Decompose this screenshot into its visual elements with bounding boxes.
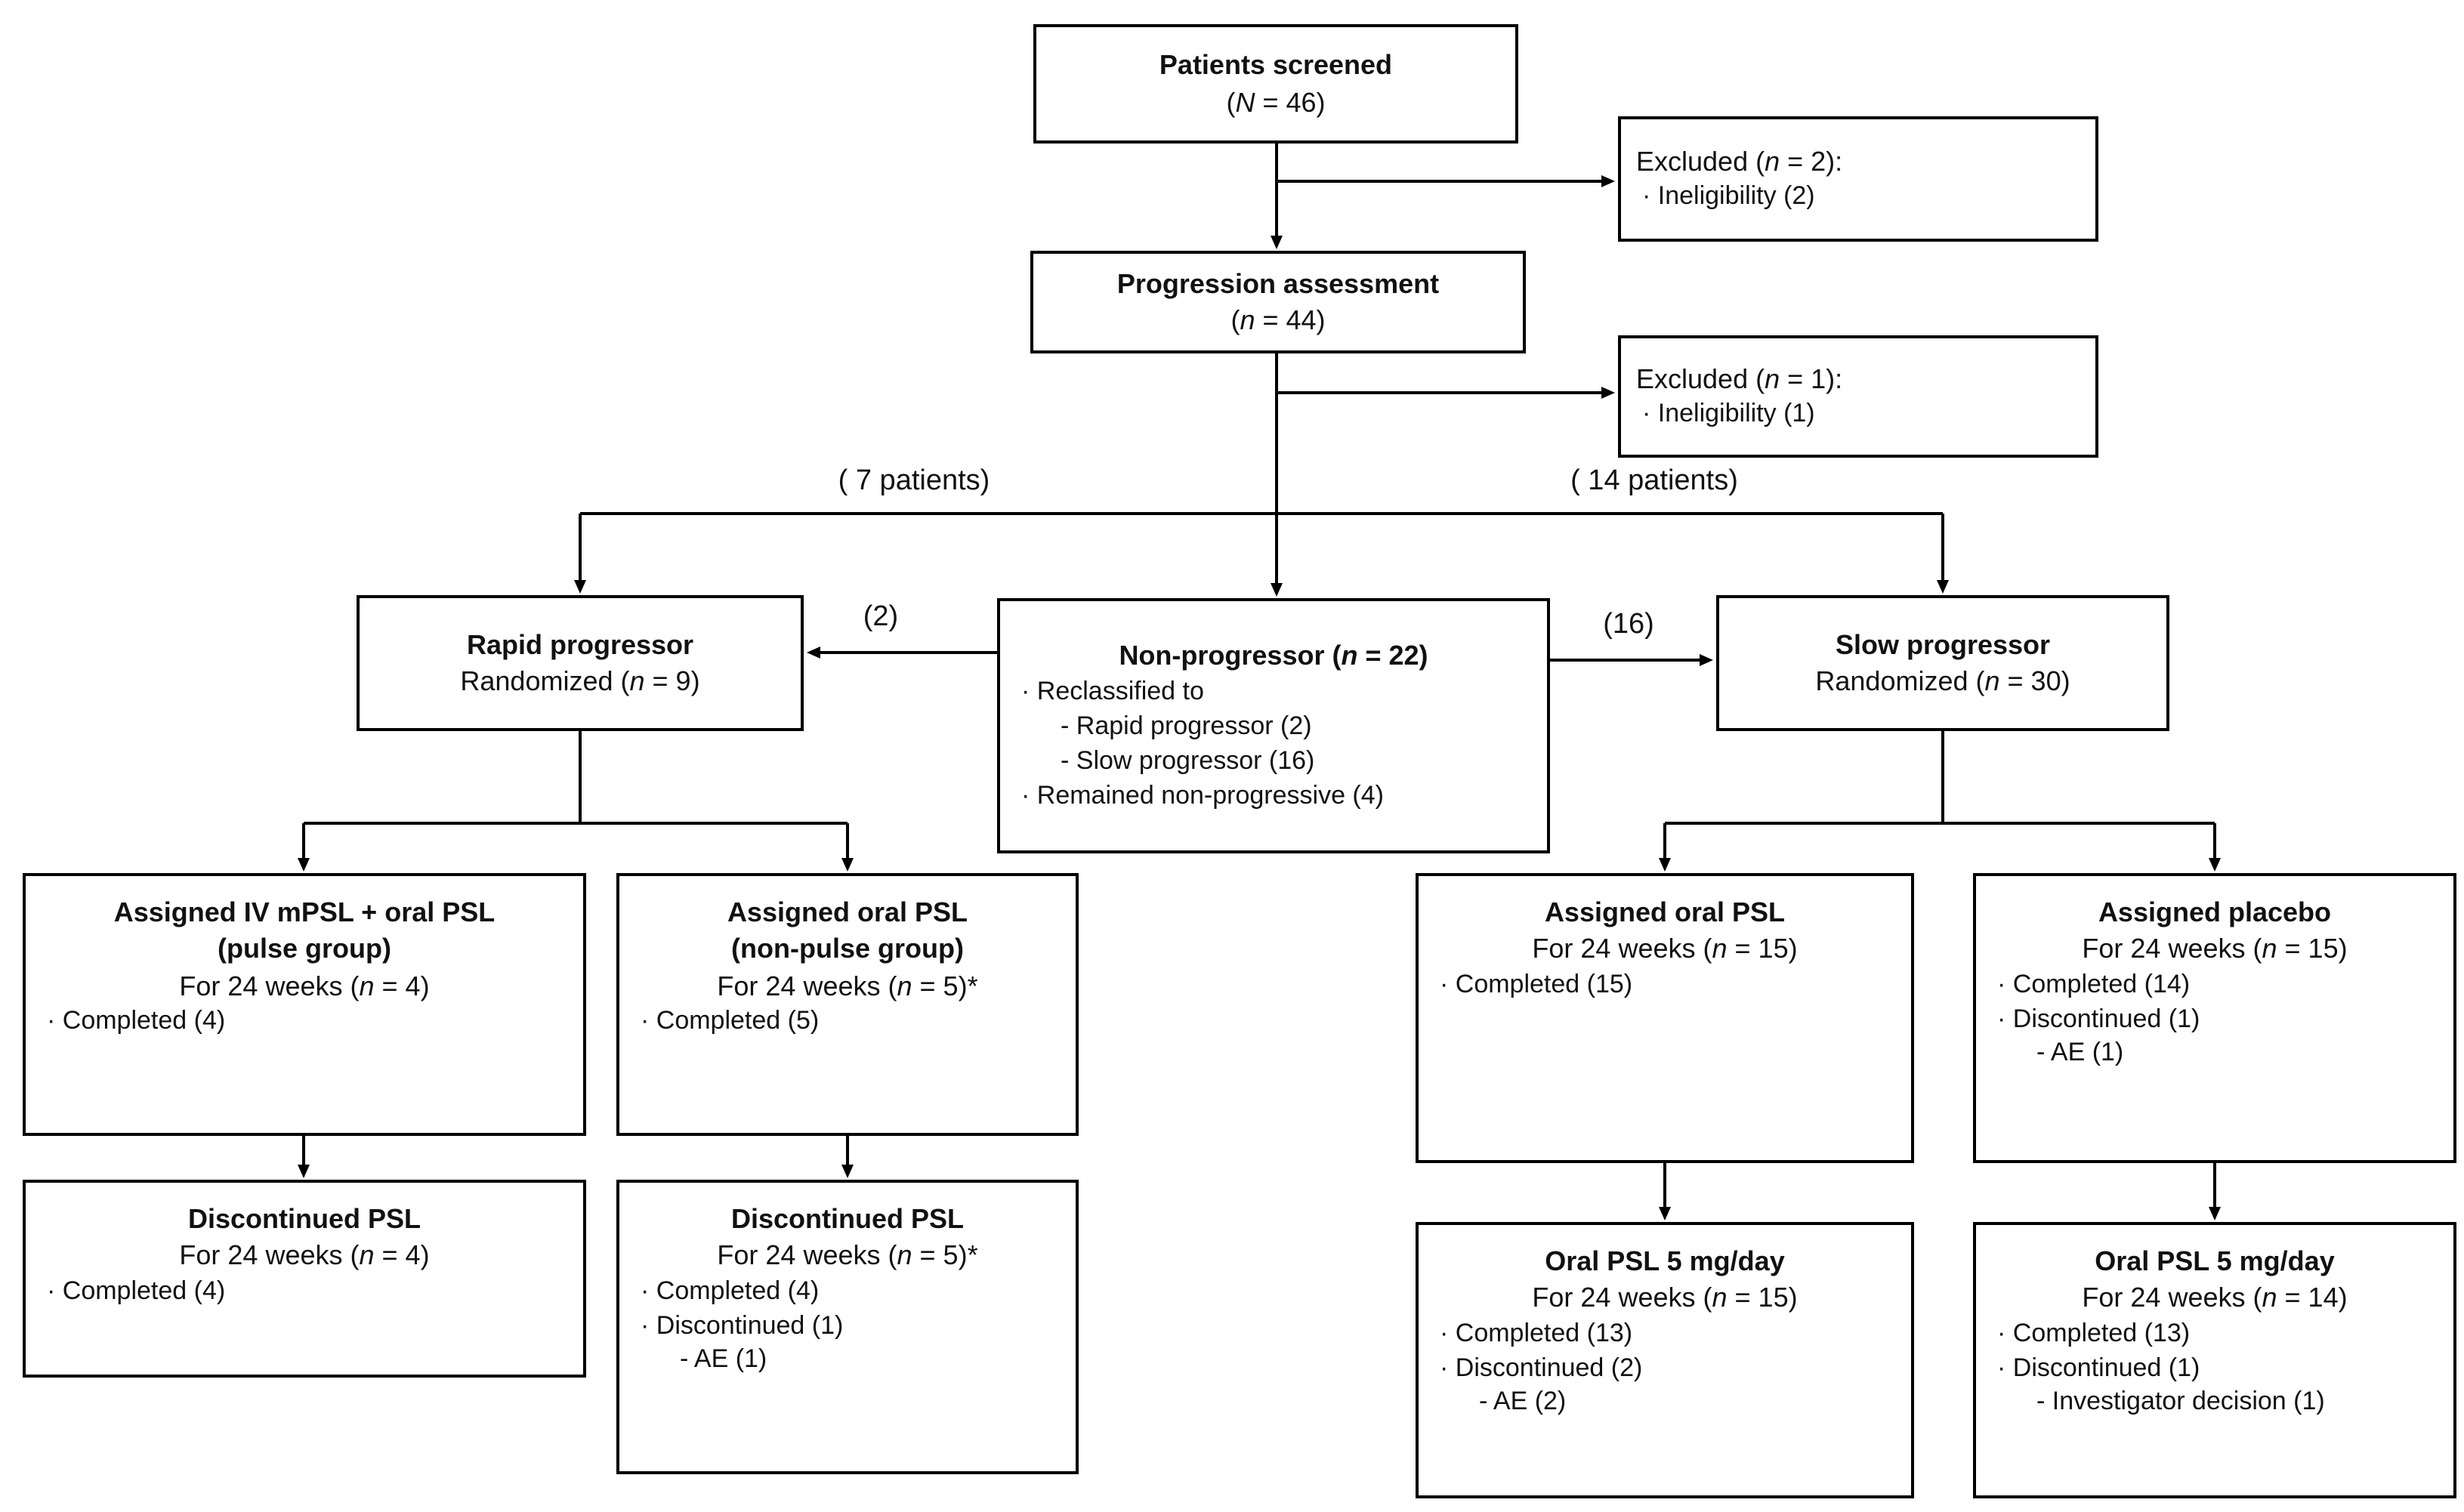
box-line: Excluded (n = 2): <box>1636 146 1843 177</box>
box-line: Randomized (n = 30) <box>1815 666 2070 696</box>
label-seven-patients: ( 7 patients) <box>838 465 990 497</box>
box-line: · Discontinued (1) <box>1997 1353 2200 1382</box>
box-line: - AE (1) <box>2036 1038 2124 1067</box>
box-line: For 24 weeks (n = 15) <box>1532 933 1798 964</box>
box-line: · Completed (5) <box>641 1005 820 1035</box>
box-line: - Rapid progressor (2) <box>1061 711 1312 740</box>
box-patients-screened: Patients screened (N = 46) <box>1033 24 1518 143</box>
box-line: - AE (1) <box>680 1344 767 1374</box>
box-assigned-oral-psl: Assigned oral PSL For 24 weeks (n = 15) · … <box>1416 873 1914 1163</box>
box-line: · Ineligibility (1) <box>1642 399 1815 428</box>
box-line: For 24 weeks (n = 5)* <box>717 1240 978 1271</box>
box-line: · Completed (15) <box>1440 969 1633 998</box>
box-discontinued-psl-nonpulse: Discontinued PSL For 24 weeks (n = 5)* · C… <box>616 1180 1079 1474</box>
box-line: Progression assessment <box>1116 268 1440 299</box>
box-line: · Discontinued (1) <box>641 1310 844 1340</box>
box-line: Slow progressor <box>1835 629 2051 660</box>
box-line: · Completed (4) <box>47 1276 226 1305</box>
box-line: · Completed (14) <box>1997 969 2191 998</box>
box-line: · Remained non-progressive (4) <box>1021 780 1384 810</box>
box-line: For 24 weeks (n = 4) <box>179 970 430 1001</box>
box-line: · Discontinued (2) <box>1440 1353 1643 1382</box>
box-line: (pulse group) <box>218 933 391 964</box>
box-line: · Discontinued (1) <box>1997 1004 2200 1033</box>
box-excluded-screening: Excluded (n = 2): · Ineligibility (2) <box>1618 116 2098 242</box>
box-discontinued-psl-pulse: Discontinued PSL For 24 weeks (n = 4) · Co… <box>23 1180 586 1378</box>
box-line: Oral PSL 5 mg/day <box>2095 1246 2335 1276</box>
box-line: Oral PSL 5 mg/day <box>1545 1246 1785 1276</box>
box-line: For 24 weeks (n = 4) <box>179 1240 430 1271</box>
box-line: Assigned oral PSL <box>1544 897 1786 927</box>
box-line: · Reclassified to <box>1021 676 1204 705</box>
box-line: Patients screened <box>1159 50 1393 81</box>
split-randomization <box>574 512 1949 594</box>
box-assigned-nonpulse-group: Assigned oral PSL (non-pulse group) For 24… <box>616 873 1079 1136</box>
box-line: For 24 weeks (n = 5)* <box>717 970 978 1001</box>
box-line: - Investigator decision (1) <box>2036 1387 2325 1416</box>
box-line: For 24 weeks (n = 15) <box>1532 1282 1798 1313</box>
box-line: Excluded (n = 1): <box>1636 363 1843 394</box>
box-line: Randomized (n = 9) <box>460 666 700 696</box>
box-line: · Completed (13) <box>1997 1318 2191 1347</box>
split-rapid-arms <box>298 731 854 872</box>
box-line: Assigned IV mPSL + oral PSL <box>113 897 496 927</box>
box-progression-assessment: Progression assessment (n = 44) <box>1030 251 1526 353</box>
box-excluded-assessment: Excluded (n = 1): · Ineligibility (1) <box>1618 335 2098 458</box>
box-line: Discontinued PSL <box>187 1204 421 1234</box>
box-line: Assigned oral PSL <box>727 897 968 927</box>
box-line: Rapid progressor <box>466 629 694 660</box>
label-reclass-to-rapid-count: (2) <box>863 601 899 633</box>
label-reclass-to-slow-count: (16) <box>1603 609 1654 640</box>
box-line: For 24 weeks (n = 14) <box>2082 1282 2348 1313</box>
box-non-progressor: Non-progressor (n = 22) · Reclassified to… <box>997 598 1550 853</box>
box-line: · Completed (4) <box>47 1005 226 1035</box>
box-line: · Completed (13) <box>1440 1318 1633 1347</box>
box-line: Assigned placebo <box>2098 897 2332 927</box>
box-line: For 24 weeks (n = 15) <box>2082 933 2348 964</box>
box-line: (N = 46) <box>1226 87 1326 117</box>
split-slow-arms <box>1659 731 2221 872</box>
box-line: Discontinued PSL <box>730 1204 964 1234</box>
box-line: - Slow progressor (16) <box>1061 745 1315 775</box>
box-line: (non-pulse group) <box>731 933 964 964</box>
box-line: · Ineligibility (2) <box>1642 181 1815 211</box>
box-assigned-pulse-group: Assigned IV mPSL + oral PSL (pulse group)… <box>23 873 586 1136</box>
box-line: Non-progressor (n = 22) <box>1119 640 1428 671</box>
box-line: - AE (2) <box>1479 1387 1567 1416</box>
box-line: · Completed (4) <box>641 1276 820 1305</box>
box-line: (n = 44) <box>1230 305 1326 335</box>
label-fourteen-patients: ( 14 patients) <box>1570 465 1738 497</box>
